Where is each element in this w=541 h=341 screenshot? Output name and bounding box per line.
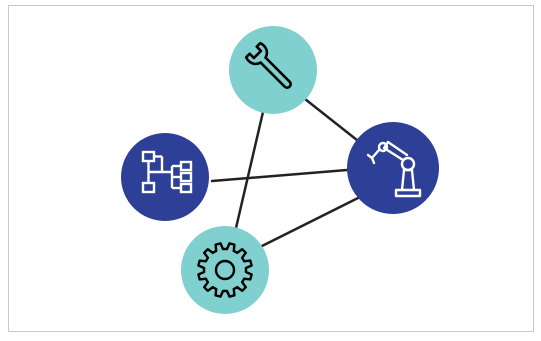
node-hierarchy-circle [121, 133, 209, 221]
hierarchy-icon [141, 150, 193, 194]
node-wrench-circle [229, 26, 317, 114]
edge-hierarchy-robot-arm [210, 168, 349, 183]
edge-gear-robot-arm [260, 195, 362, 248]
node-hierarchy [121, 133, 209, 221]
robot-arm-icon [366, 140, 422, 198]
node-robot-arm [347, 122, 439, 214]
node-gear [181, 226, 269, 314]
gear-icon [197, 242, 253, 298]
node-wrench [229, 26, 317, 114]
node-gear-circle [181, 226, 269, 314]
edge-wrench-gear [234, 110, 265, 230]
edges [210, 97, 364, 248]
edge-wrench-robot-arm [303, 97, 364, 146]
wrench-icon [244, 41, 292, 89]
node-robot-arm-circle [347, 122, 439, 214]
